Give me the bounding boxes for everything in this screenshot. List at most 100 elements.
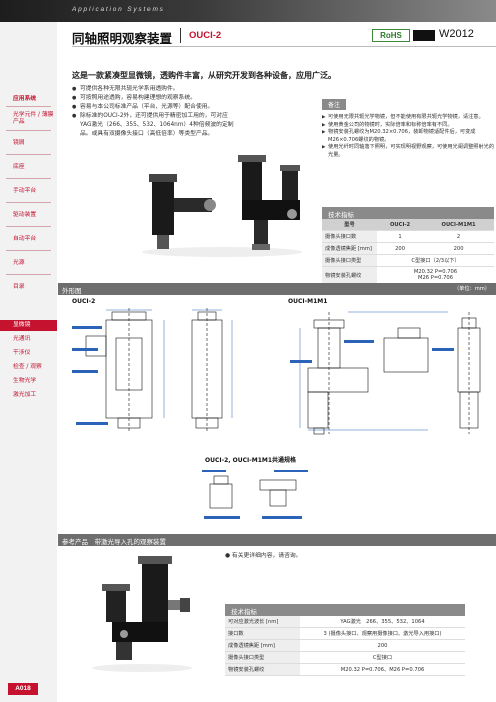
- table-row: 物镜安装孔螺纹 M20.32 P=0.706 M26 P=0.706: [322, 266, 494, 284]
- intro-text: 这是一款紧凑型显微镜，透购件丰富，从研究开发到各种设备，应用广泛。: [72, 71, 336, 80]
- table-row: 物镜安装孔螺纹 M20.32 P=0.706、M26 P=0.706: [225, 663, 465, 676]
- table-cell: 成像透镜焦距 [mm]: [225, 639, 300, 652]
- table-row: 摄像头接口类型 C型接口（2/3以下）: [322, 254, 494, 267]
- feature-item: 除标准的OUCI-2外，还可提供用于精密加工用的，可对应YAG激光（266、35…: [72, 112, 237, 139]
- drawing-title-common: OUCI-2, OUCI-M1M1共通规格: [205, 457, 297, 464]
- column-header: OUCI-2: [377, 219, 424, 231]
- drawing-title-right: OUCI-M1M1: [288, 298, 328, 305]
- sidebar-divider: [6, 226, 51, 227]
- system-label: Application Systems: [72, 6, 165, 13]
- section-label: 外形图: [62, 287, 82, 295]
- feature-item: 可按照用途透购，容易构建理想的观察系统。: [72, 94, 237, 103]
- table-cell: 2: [423, 230, 494, 243]
- table-cell: 成像透镜焦距 [mm]: [322, 242, 377, 255]
- table-row: 成像透镜焦距 [mm] 200: [225, 639, 465, 652]
- spec-table-main: 技术指标 型号 OUCI-2 OUCI-M1M1 摄像头接口数 1 2 成像透镜…: [322, 207, 494, 284]
- sidebar-divider: [6, 202, 51, 203]
- page-number: A018: [8, 683, 38, 695]
- notes-body: 可使用无限共轭光学物镜，但不能使用有限共轭光学物镜，请注意。 使用黄金公司的物镜…: [322, 114, 494, 160]
- sidebar-item-actuators[interactable]: 驱动装置: [13, 212, 37, 218]
- drawing-section-header: 外形图 （单位：mm）: [58, 283, 496, 295]
- sidebar-item-catalog[interactable]: 目录: [13, 284, 25, 290]
- table-row: 摄像头接口数 1 2: [322, 230, 494, 243]
- table-cell: 接口数: [225, 627, 300, 640]
- section-label: 参考产品 带激光导入孔的观察装置: [62, 538, 166, 546]
- thread-spec: M20.32 P=0.706: [413, 269, 458, 275]
- table-cell: 物镜安装孔螺纹: [225, 663, 300, 676]
- contact-note: ● 有关更详细内容，请咨询。: [225, 553, 302, 559]
- sidebar-item-light-sources[interactable]: 光源: [13, 260, 25, 266]
- table-cell: 摄像头接口数: [322, 230, 377, 243]
- sidebar-item-inspection[interactable]: 检查 / 观察: [13, 364, 42, 370]
- table-cell: M20.32 P=0.706、M26 P=0.706: [300, 663, 465, 676]
- spec-table-title: 技术指标: [225, 604, 465, 616]
- model-name: OUCI-2: [189, 30, 222, 41]
- table-cell: M20.32 P=0.706 M26 P=0.706: [377, 266, 494, 284]
- thread-spec: M26 P=0.706: [417, 275, 454, 281]
- notes-title: 备注: [322, 99, 347, 110]
- sidebar-divider: [6, 130, 51, 131]
- drawing-ouci-2: [72, 308, 233, 432]
- table-cell: 200: [300, 639, 465, 652]
- sidebar-divider: [6, 274, 51, 275]
- table-cell: 3 (摄像头接口、观察用摄像接口、激光导入用接口): [300, 627, 465, 640]
- table-cell: C型接口: [300, 651, 465, 664]
- sidebar-item-optics[interactable]: 光学元件 / 薄膜产品: [13, 112, 54, 125]
- page-title: 同轴照明观察装置: [72, 31, 173, 46]
- feature-item: 可提供各种无限共轭光学系用透购件。: [72, 85, 237, 94]
- sidebar-item-microscopes[interactable]: 显微镜: [0, 320, 57, 331]
- sidebar: 应用系统 光学元件 / 薄膜产品 镜屑 底座 手动平台 驱动装置 自动平台 光源…: [0, 22, 57, 702]
- spec-table-reference: 技术指标 可对应激光波长 [nm] YAG激光 266、355、532、1064…: [225, 604, 465, 676]
- sidebar-item-mounts[interactable]: 镜屑: [13, 140, 25, 146]
- reference-section-header: 参考产品 带激光导入孔的观察装置: [58, 534, 496, 546]
- table-cell: 摄像头接口类型: [322, 254, 377, 267]
- sidebar-divider: [6, 178, 51, 179]
- title-bar: 同轴照明观察装置 OUCI-2 RoHS W2012: [72, 25, 496, 47]
- table-row: 接口数 3 (摄像头接口、观察用摄像接口、激光导入用接口): [225, 627, 465, 640]
- table-row: 摄像头接口类型 C型接口: [225, 651, 465, 664]
- sidebar-item-bio-optics[interactable]: 生物光学: [13, 378, 37, 384]
- sidebar-item-motorized-stages[interactable]: 自动平台: [13, 236, 37, 242]
- table-header-row: 型号 OUCI-2 OUCI-M1M1: [322, 219, 494, 231]
- contact-text: 有关更详细内容，请咨询。: [231, 553, 302, 559]
- product-code: W2012: [439, 28, 474, 40]
- feature-list: 可提供各种无限共轭光学系用透购件。 可按照用途透购，容易构建理想的观察系统。 容…: [72, 85, 237, 139]
- feature-item: 容易与本公司标准产品（平台、光源等）配合使用。: [72, 103, 237, 112]
- top-banner: Application Systems: [0, 0, 496, 22]
- table-row: 可对应激光波长 [nm] YAG激光 266、355、532、1064: [225, 616, 465, 628]
- table-row: 成像透镜焦距 [mm] 200 200: [322, 242, 494, 255]
- notes-box: 备注 可使用无限共轭光学物镜，但不能使用有限共轭光学物镜，请注意。 使用黄金公司…: [322, 92, 494, 160]
- drawing-common-threads: [202, 470, 308, 519]
- sidebar-item-application[interactable]: 应用系统: [13, 96, 37, 102]
- sidebar-item-interferometers[interactable]: 干涉仪: [13, 350, 31, 356]
- sidebar-divider: [6, 154, 51, 155]
- table-cell: 200: [377, 242, 424, 255]
- rohs-logo: RoHS: [372, 29, 410, 42]
- title-separator: [180, 28, 181, 43]
- sidebar-divider: [6, 250, 51, 251]
- table-cell: YAG激光 266、355、532、1064: [300, 616, 465, 628]
- table-cell: 1: [377, 230, 424, 243]
- note-item: 使用黄金公司的物镜时，实际倍率和标称倍率有不同。: [322, 122, 494, 130]
- column-header: OUCI-M1M1: [423, 219, 494, 231]
- drawing-title-left: OUCI-2: [72, 298, 96, 305]
- sidebar-item-laser-processing[interactable]: 激光加工: [13, 392, 37, 398]
- sidebar-divider: [6, 106, 51, 107]
- table-cell: 可对应激光波长 [nm]: [225, 616, 300, 628]
- table-cell: 摄像头接口类型: [225, 651, 300, 664]
- drawing-ouci-m1m1: [290, 311, 481, 435]
- spec-table-title: 技术指标: [322, 207, 494, 219]
- certification-badge: [413, 30, 435, 41]
- table-cell: 200: [423, 242, 494, 255]
- note-item: 可使用无限共轭光学物镜，但不能使用有限共轭光学物镜，请注意。: [322, 114, 494, 122]
- sidebar-item-manual-stages[interactable]: 手动平台: [13, 188, 37, 194]
- spec-table: 可对应激光波长 [nm] YAG激光 266、355、532、1064 接口数 …: [225, 616, 465, 676]
- table-cell: 物镜安装孔螺纹: [322, 266, 377, 284]
- note-item: 物镜安装孔螺纹为M20.32×0.706，装卸物镜适配件后，可变成M26×0.7…: [322, 129, 494, 144]
- sidebar-item-optical-comm[interactable]: 光通讯: [13, 336, 31, 342]
- unit-label: （单位：mm）: [453, 286, 490, 292]
- sidebar-item-bases[interactable]: 底座: [13, 164, 25, 170]
- product-photo: [142, 155, 302, 257]
- spec-table: 型号 OUCI-2 OUCI-M1M1 摄像头接口数 1 2 成像透镜焦距 [m…: [322, 219, 494, 284]
- reference-product-photo: [92, 556, 192, 672]
